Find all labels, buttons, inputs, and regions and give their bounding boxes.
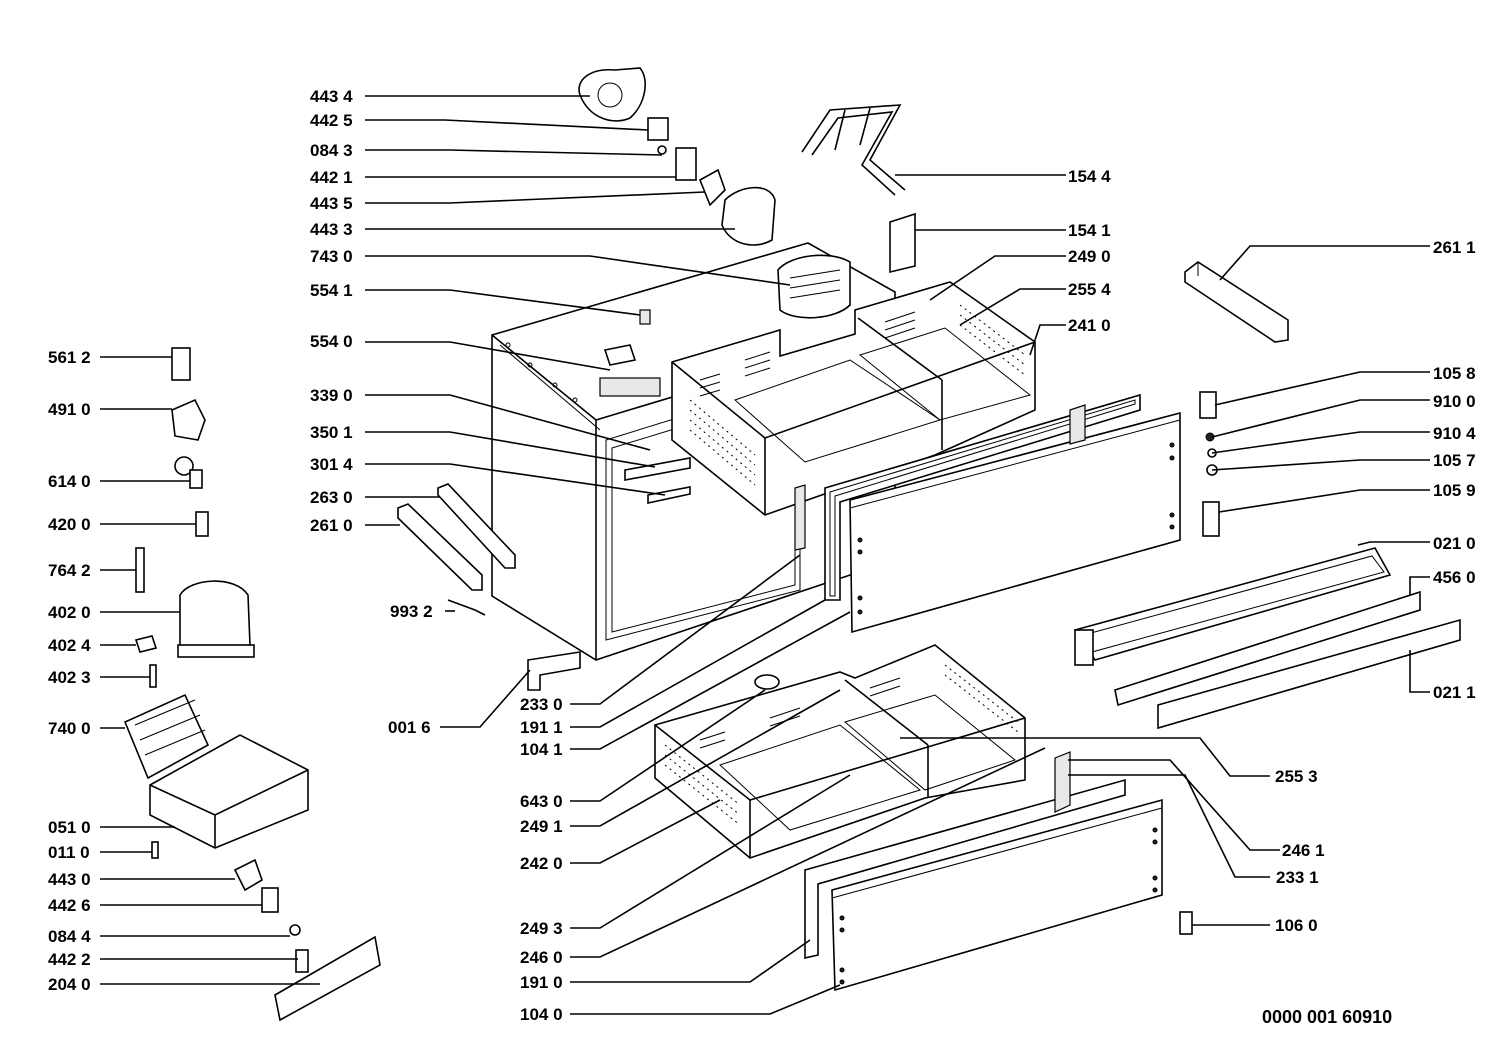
- part-label: 442 5: [310, 111, 353, 130]
- part-label: 154 1: [1068, 221, 1111, 240]
- condenser-coil: [123, 693, 210, 780]
- part-label: 420 0: [48, 515, 91, 534]
- lower-drawer-basket: [654, 644, 1026, 859]
- side-rail-right: [1184, 261, 1289, 343]
- part-label: 491 0: [48, 400, 91, 419]
- part-label: 249 0: [1068, 247, 1111, 266]
- part-label: 246 1: [1282, 841, 1325, 860]
- part-label: 554 1: [310, 281, 353, 300]
- wire-rack: [801, 104, 906, 196]
- part-label: 249 3: [520, 919, 563, 938]
- part-label: 614 0: [48, 472, 91, 491]
- part-label: 402 4: [48, 636, 91, 655]
- part-label: 233 0: [520, 695, 563, 714]
- upper-drawer-front: [794, 393, 1181, 634]
- part-label: 263 0: [310, 488, 353, 507]
- part-label: 910 0: [1433, 392, 1476, 411]
- part-label: 339 0: [310, 386, 353, 405]
- part-label: 051 0: [48, 818, 91, 837]
- part-label: 249 1: [520, 817, 563, 836]
- part-label: 246 0: [520, 948, 563, 967]
- part-label: 261 1: [1433, 238, 1476, 257]
- part-label: 242 0: [520, 854, 563, 873]
- part-label: 301 4: [310, 455, 353, 474]
- center-small-parts: [527, 309, 691, 691]
- side-rails-left: [397, 483, 516, 616]
- part-label: 084 4: [48, 927, 91, 946]
- part-label: 105 9: [1433, 481, 1476, 500]
- fan-assembly: [578, 67, 851, 319]
- part-label: 402 3: [48, 668, 91, 687]
- kick-plate: [274, 935, 381, 1022]
- part-label: 456 0: [1433, 568, 1476, 587]
- part-label: 084 3: [310, 141, 353, 160]
- part-label: 740 0: [48, 719, 91, 738]
- part-label: 191 1: [520, 718, 563, 737]
- part-label: 233 1: [1276, 868, 1319, 887]
- part-label: 261 0: [310, 516, 353, 535]
- part-label: 191 0: [520, 973, 563, 992]
- part-label: 105 8: [1433, 364, 1476, 383]
- part-label: 910 4: [1433, 424, 1476, 443]
- part-label: 105 7: [1433, 451, 1476, 470]
- upper-drawer-basket: [671, 281, 1036, 516]
- part-label: 255 4: [1068, 280, 1111, 299]
- part-label: 554 0: [310, 332, 353, 351]
- part-label: 993 2: [390, 602, 433, 621]
- part-label: 743 0: [310, 247, 353, 266]
- part-label: 442 1: [310, 168, 353, 187]
- part-label: 255 3: [1275, 767, 1318, 786]
- part-label: 442 2: [48, 950, 91, 969]
- part-label: 561 2: [48, 348, 91, 367]
- part-label: 001 6: [388, 718, 431, 737]
- part-label: 011 0: [48, 843, 90, 862]
- handle-profile: [1073, 547, 1461, 730]
- compressor-base: [149, 734, 309, 849]
- part-label: 402 0: [48, 603, 91, 622]
- rack-bracket: [889, 212, 916, 274]
- part-label: 443 0: [48, 870, 91, 889]
- part-label: 443 5: [310, 194, 353, 213]
- part-label: 104 0: [520, 1005, 563, 1024]
- part-label: 443 3: [310, 220, 353, 239]
- part-label: 241 0: [1068, 316, 1111, 335]
- part-label: 350 1: [310, 423, 353, 442]
- part-label: 021 0: [1433, 534, 1476, 553]
- part-label: 106 0: [1275, 916, 1318, 935]
- part-label: 021 1: [1433, 683, 1476, 702]
- part-label: 104 1: [520, 740, 563, 759]
- part-label: 764 2: [48, 561, 91, 580]
- leader-lines: [100, 95, 1430, 1015]
- condenser-fan: [151, 841, 309, 973]
- document-number: 0000 001 60910: [1262, 1007, 1393, 1027]
- electrical-components: [135, 347, 209, 593]
- lower-drawer-front: [804, 751, 1163, 992]
- part-label: 643 0: [520, 792, 563, 811]
- part-label: 442 6: [48, 896, 91, 915]
- part-label: 154 4: [1068, 167, 1111, 186]
- part-label: 204 0: [48, 975, 91, 994]
- part-label: 443 4: [310, 87, 353, 106]
- compressor: [134, 580, 255, 688]
